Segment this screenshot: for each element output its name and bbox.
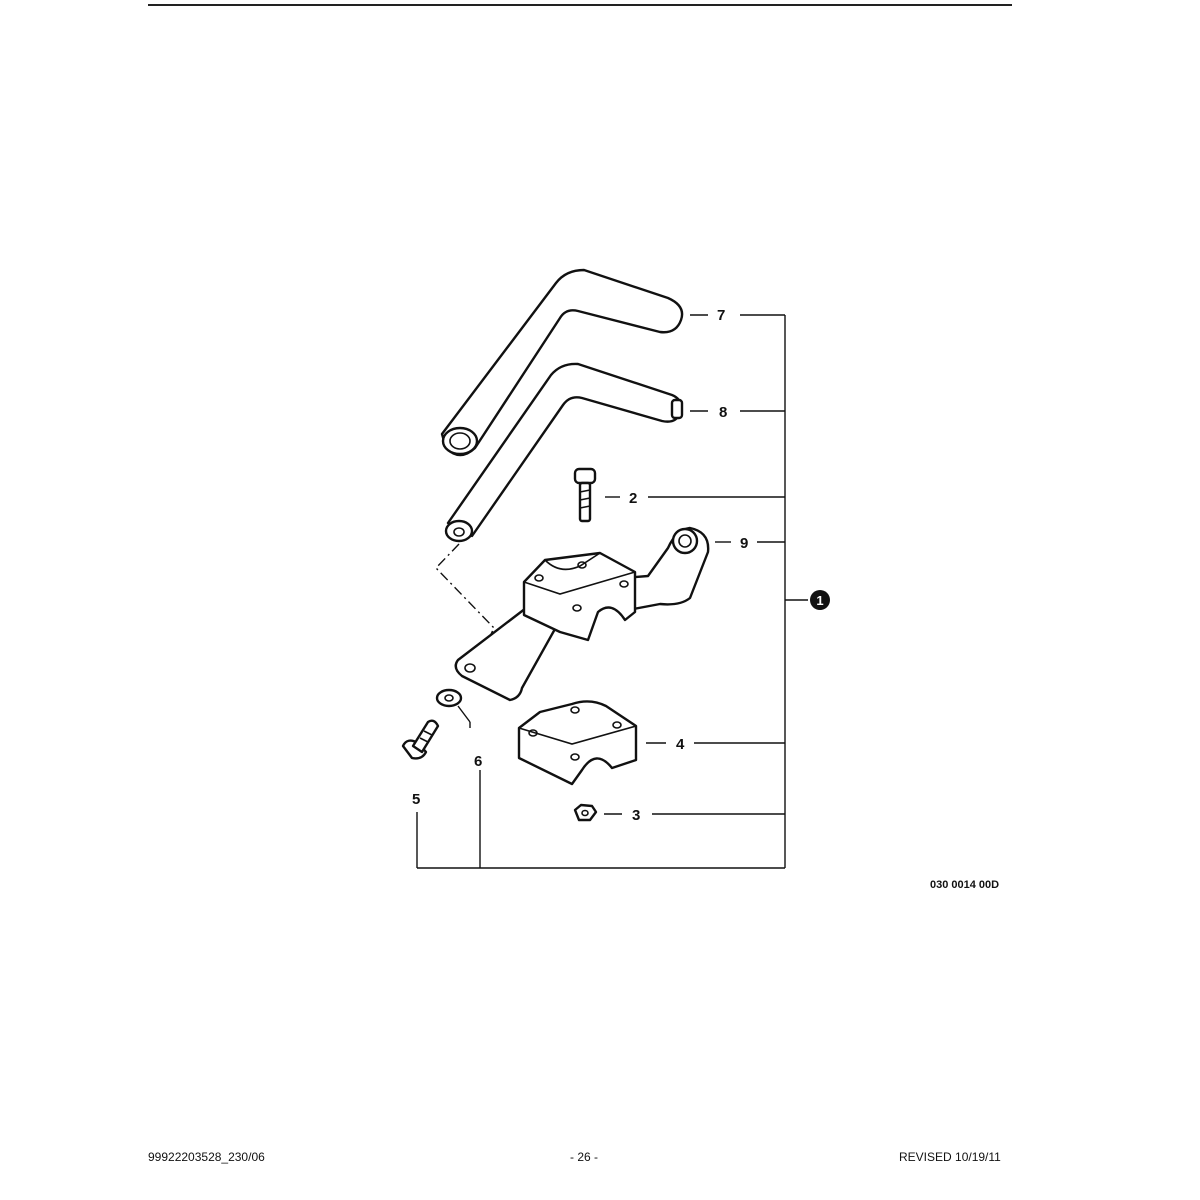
footer-document-number: 99922203528_230/06 [148,1150,265,1164]
callout-6: 6 [474,753,482,770]
footer-page-number: - 26 - [570,1150,599,1164]
drawing-code: 030 0014 00D [930,879,1000,891]
nut-3 [573,803,598,822]
callout-1-badge: 1 [810,590,830,610]
screw-2 [573,467,597,523]
callout-1: 1 [816,593,823,608]
screw-5 [401,719,440,760]
callout-3: 3 [632,807,640,824]
callout-4: 4 [676,736,685,753]
washer-6 [435,688,463,708]
handle-tube-8 [444,362,684,543]
alignment-line [435,543,495,658]
callout-7: 7 [717,307,725,324]
callout-5: 5 [412,791,420,808]
clamp-bracket-9 [454,526,710,702]
callout-2: 2 [629,490,637,507]
callout-8: 8 [719,404,727,421]
leader-lines [416,314,808,869]
top-rule [148,4,1012,6]
footer-revision-date: REVISED 10/19/11 [899,1150,1001,1164]
callout-9: 9 [740,535,748,552]
clamp-lower-4 [517,700,638,786]
handle-grip-7 [440,268,684,457]
